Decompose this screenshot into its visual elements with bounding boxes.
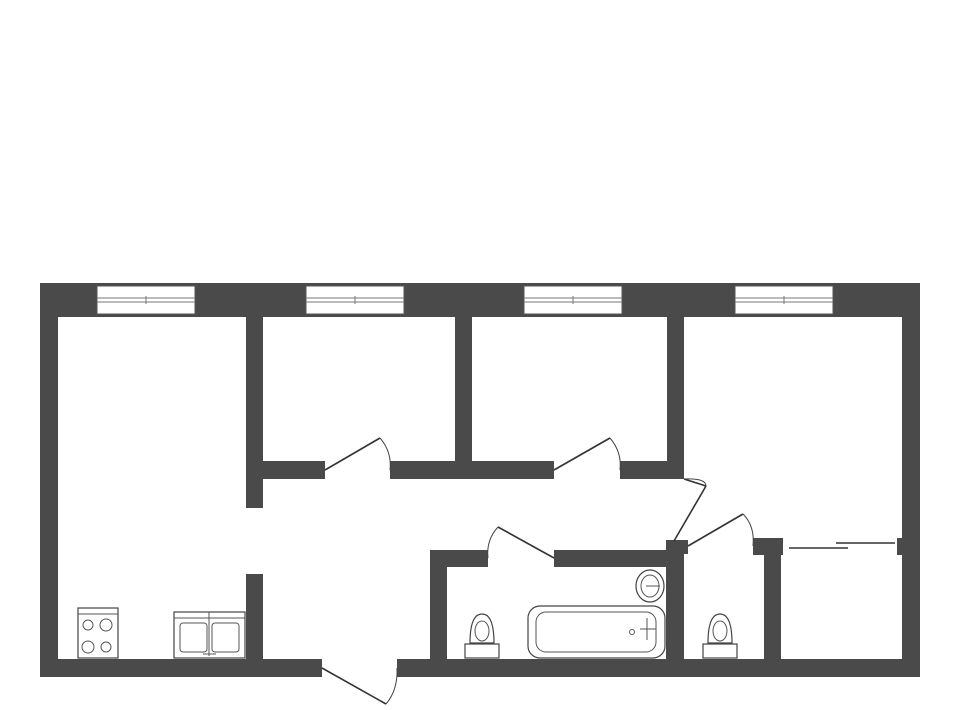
door-bedroom-2 (553, 437, 621, 471)
door-bedroom-3 (673, 478, 707, 542)
left-wall (40, 283, 58, 677)
window-3 (523, 285, 623, 315)
wall-kitchen-upper (246, 317, 263, 508)
washbasin-icon (635, 569, 665, 603)
toilet-icon (464, 613, 500, 659)
bath-wall-right (666, 540, 684, 660)
corridor-wall-c (620, 461, 684, 479)
window-2 (305, 285, 405, 315)
windows (96, 285, 834, 315)
wall-bed2-bed3 (667, 317, 684, 479)
bath-wall-top-right (554, 550, 684, 567)
doors (321, 437, 895, 705)
corridor-wall-b (390, 461, 554, 479)
right-wall (902, 283, 920, 677)
door-toilet (687, 513, 754, 547)
wall-bed1-bed2 (455, 317, 472, 479)
bottom-wall-right (397, 659, 920, 677)
door-bathroom (487, 526, 555, 559)
bottom-wall-left (40, 659, 322, 677)
wall-kitchen-lower (246, 574, 263, 660)
stove-icon (77, 607, 119, 659)
bathtub-icon (527, 605, 666, 659)
kitchen-sink-icon (173, 611, 246, 659)
closet-right-stub (897, 538, 904, 555)
bath-wall-left (430, 550, 447, 660)
toilet-wall-top (666, 540, 688, 554)
toilet-icon-wc (702, 613, 738, 659)
door-bedroom-1 (324, 437, 391, 471)
window-1 (96, 285, 196, 315)
corridor-wall-a (263, 461, 325, 479)
toilet-closet-divider (764, 538, 781, 660)
window-4 (734, 285, 834, 315)
interior-walls (246, 317, 904, 660)
door-closet-sliding (789, 542, 895, 549)
door-entrance (321, 667, 398, 705)
